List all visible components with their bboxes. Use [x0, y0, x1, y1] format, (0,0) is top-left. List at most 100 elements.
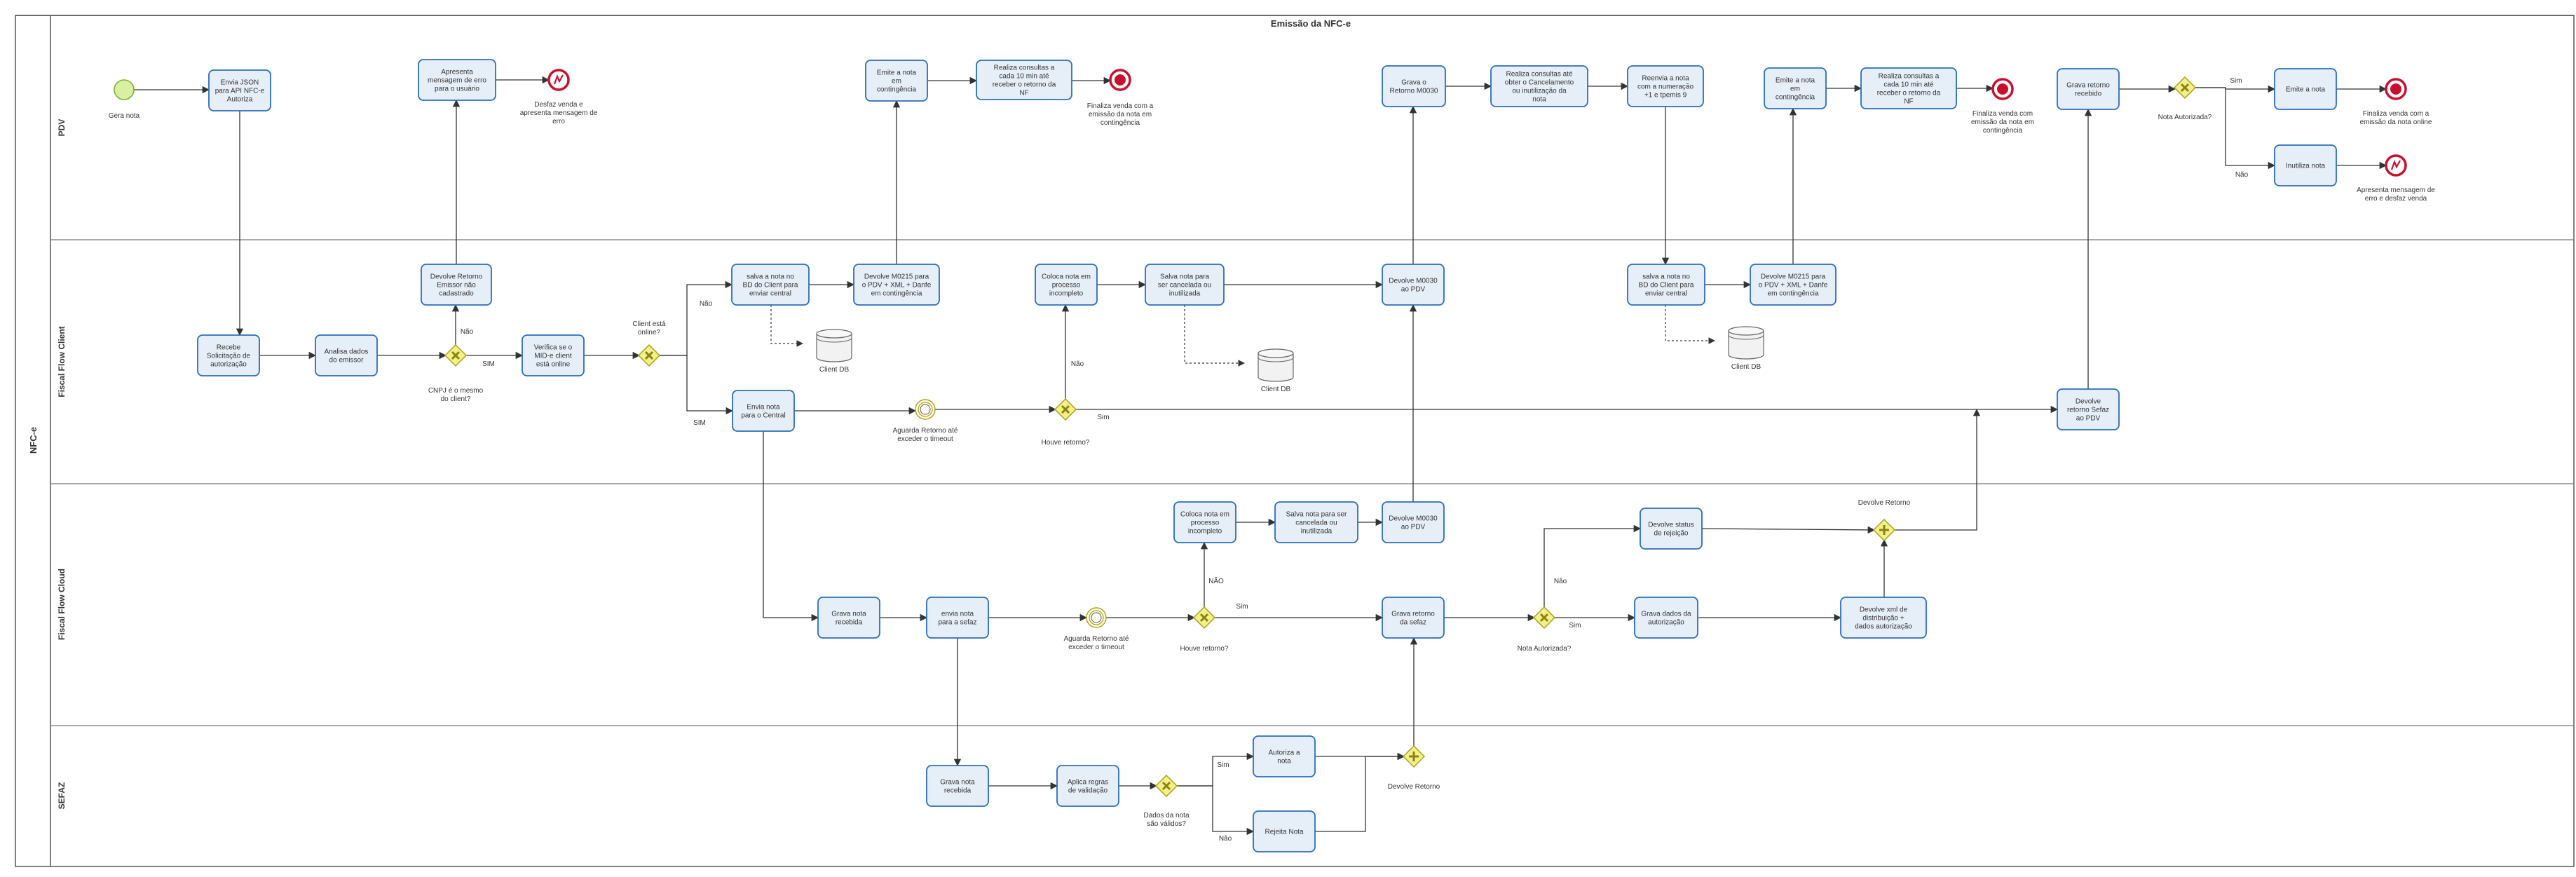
timer-event-aguarda-client	[915, 399, 936, 420]
data-store-db3	[1728, 326, 1764, 360]
gateway-label: Devolve Retorno	[1388, 783, 1440, 791]
exclusive-gateway-nota-autorizada-pdv	[2173, 76, 2197, 100]
parallel-gateway-devolve-retorno-cloud	[1872, 518, 1896, 542]
sequence-flow	[659, 280, 733, 356]
start-event-gera-nota	[114, 79, 135, 100]
exclusive-gateway-nota-autorizada-cloud	[1532, 606, 1556, 630]
lane-label-pdv: PDV	[57, 119, 67, 137]
flow-condition-label: Não	[700, 300, 713, 308]
task-inutiliza-nota[interactable]: Inutiliza nota	[2274, 144, 2337, 186]
end-event-apresenta-desfaz	[2385, 154, 2407, 177]
gateway-label: Houve retorno?	[1180, 645, 1229, 653]
sequence-flow	[763, 431, 819, 622]
timer-icon	[920, 404, 931, 415]
task-emite-nota[interactable]: Emite a nota	[2274, 68, 2337, 110]
data-association	[770, 305, 803, 347]
flow-condition-label: Não	[461, 328, 474, 336]
plus-marker-icon	[1879, 525, 1889, 535]
sequence-flow	[1894, 408, 1981, 531]
error-icon	[553, 74, 564, 85]
flow-condition-label: Sim	[1569, 622, 1581, 630]
gateway-label: Nota Autorizada?	[1518, 645, 1572, 653]
plus-marker-icon	[1409, 752, 1419, 761]
lane-label-client: Fiscal Flow Client	[57, 326, 67, 397]
pool-label: NFC-e	[28, 427, 39, 454]
data-store-db1	[816, 329, 852, 362]
exclusive-gateway-dados-validos	[1154, 774, 1178, 798]
flow-condition-label: Sim	[1236, 603, 1248, 611]
task-label: Rejeita Nota	[1265, 829, 1303, 836]
x-marker-icon	[1061, 404, 1070, 414]
flow-condition-label: NÃO	[1208, 576, 1224, 585]
exclusive-gateway-houve-retorno-client	[1054, 397, 1077, 421]
task-rejeita-nota[interactable]: Rejeita Nota	[1253, 810, 1316, 852]
flow-condition-label: SIM	[482, 360, 495, 368]
data-store-label: Client DB	[819, 366, 850, 374]
x-marker-icon	[2180, 83, 2190, 93]
x-marker-icon	[1161, 781, 1171, 791]
exclusive-gateway-client-online	[637, 344, 661, 367]
data-association	[1184, 305, 1245, 367]
x-marker-icon	[1539, 613, 1549, 623]
end-event-desfaz-venda	[547, 69, 570, 91]
flow-condition-label: Sim	[2230, 77, 2242, 85]
database-icon	[1728, 331, 1764, 360]
